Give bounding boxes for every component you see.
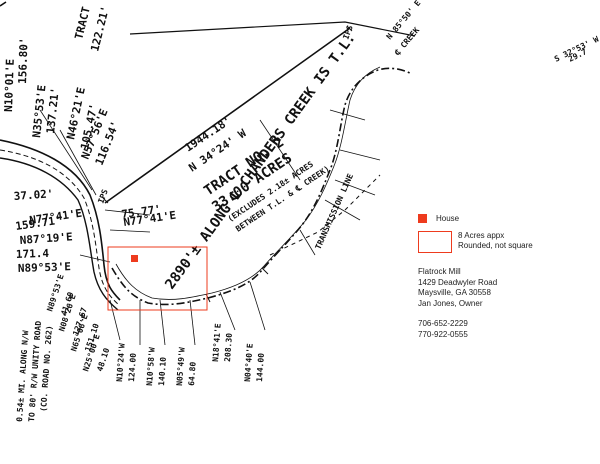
call-distance-48: 48.10 <box>95 347 111 373</box>
boundary-ticks <box>102 25 353 303</box>
call-distance-208: 208.30 <box>223 333 234 363</box>
call-bearing-n18: N18°41'E <box>211 323 223 362</box>
legend-house-row: House <box>418 214 588 223</box>
legend-acres-row: 8 Acres appx Rounded, not square <box>418 231 588 253</box>
call-distance-137: 137.21' <box>44 87 62 134</box>
call-bearing-n35: N35°53'E <box>30 84 48 138</box>
owner-street: 1429 Deadwyler Road <box>418 277 498 287</box>
legend-house-label: House <box>436 214 460 223</box>
transmission-line-label: TRANSMISSION LINE <box>314 172 356 251</box>
call-distance-156: 156.80' <box>16 37 31 84</box>
call-bearing-n10-58: N10°58'W <box>145 347 157 386</box>
call-tract-top: TRACT <box>72 5 93 41</box>
call-distance-140: 140.10 <box>157 357 168 387</box>
call-distance-171: 171.4 <box>16 247 50 261</box>
transmission-line <box>269 174 381 256</box>
call-bearing-n05: N05°49'W <box>175 347 187 386</box>
owner-address: Flatrock Mill 1429 Deadwyler Road Maysvi… <box>418 267 588 309</box>
call-bearing-n10w: N10°24'W <box>115 343 127 382</box>
owner-phone-1: 706-652-2229 <box>418 319 468 328</box>
call-distance-64: 64.80 <box>187 361 198 386</box>
call-distance-37: 37.02' <box>13 187 54 203</box>
creek-line <box>111 67 413 306</box>
house-marker <box>131 255 138 262</box>
owner-city: Maysville, GA 30558 <box>418 288 491 297</box>
call-distance-124: 124.00 <box>127 353 138 383</box>
owner-line: Jan Jones, Owner <box>418 298 483 308</box>
acreage-outline <box>107 246 208 311</box>
legend-acres-line2: Rounded, not square <box>458 241 533 250</box>
leader-lines <box>39 109 381 346</box>
house-swatch <box>418 214 427 223</box>
call-distance-144: 144.00 <box>255 353 266 383</box>
acres-swatch <box>418 231 452 253</box>
call-distance-75: 75.77' <box>121 203 162 221</box>
call-bearing-n10: N10°01'E <box>2 59 17 112</box>
legend-acres-line1: 8 Acres appx <box>458 231 505 240</box>
creek-line-2 <box>115 66 381 300</box>
owner-phone-2: 770-922-0555 <box>418 329 468 339</box>
call-bearing-n89-a: N89°53'E <box>18 260 71 275</box>
owner-name: Flatrock Mill <box>418 267 461 276</box>
boundary-line-top <box>0 1 351 204</box>
call-bearing-n87: N87°19'E <box>19 230 73 247</box>
legend-acres-text: 8 Acres appx Rounded, not square <box>458 231 533 251</box>
owner-phones: 706-652-2229 770-922-0555 <box>418 319 588 340</box>
call-bearing-n04: N04°40'E <box>243 343 255 382</box>
boundary-line-upper <box>129 21 416 37</box>
road-inner-line <box>0 157 119 311</box>
legend: House 8 Acres appx Rounded, not square F… <box>418 214 588 340</box>
call-distance-159: 159.71' <box>15 214 63 233</box>
